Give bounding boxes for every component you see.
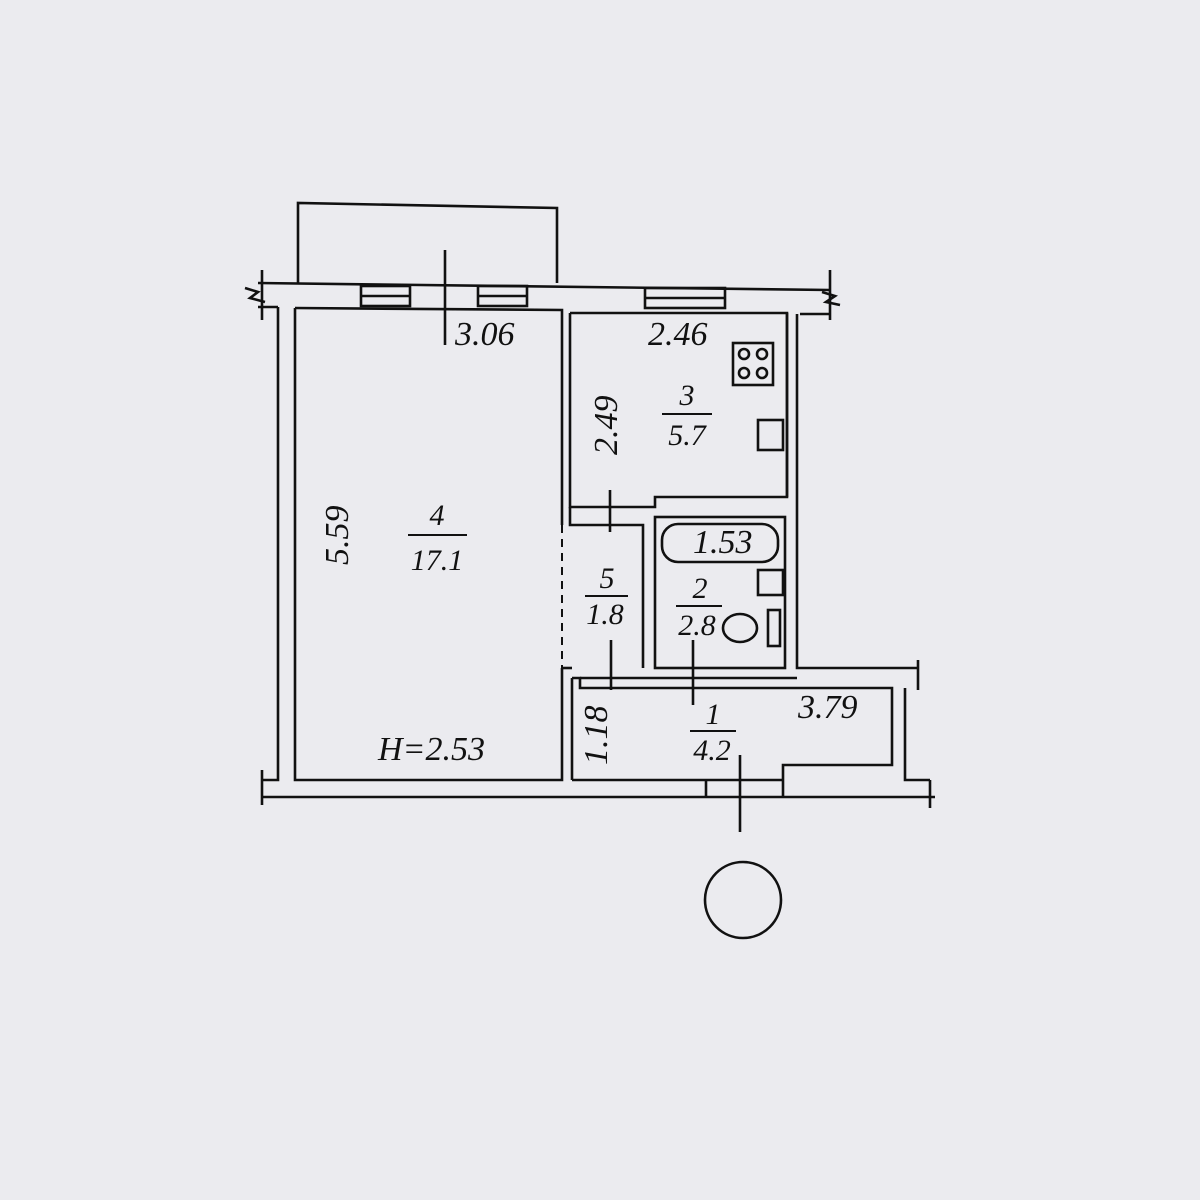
room-label-1: 1 4.2 [690,698,736,767]
exterior-walls [244,270,935,808]
axis-marks [443,250,783,940]
hall-length-label: 3.79 [797,689,858,726]
room-label-3: 3 5.7 [662,379,712,452]
stove-icon [731,341,775,387]
axis-marker-circle [703,860,783,940]
room4-width-label: 3.06 [454,316,515,353]
room-area: 5.7 [668,419,708,452]
windows [359,284,727,310]
room-area: 4.2 [693,734,731,767]
kitchen-length-label: 2.49 [588,396,625,456]
ceiling-height-label: H=2.53 [377,731,485,768]
kitchen-width-label: 2.46 [648,316,708,353]
room-label-4: 4 17.1 [408,499,467,577]
hall [572,676,894,797]
room4-length-label: 5.59 [319,506,356,566]
room-number: 3 [679,379,695,412]
room-area: 1.8 [586,598,624,631]
room-number: 2 [693,572,708,605]
room-area: 17.1 [411,544,464,577]
toilet-icon [721,612,759,644]
room-number: 4 [430,499,445,532]
room-area: 2.8 [678,609,716,642]
corridor [561,507,645,780]
room-label-5: 5 1.8 [585,562,628,631]
bathtub-icon [660,522,780,564]
room-label-2: 2 2.8 [676,572,722,642]
sink-icon [756,418,785,452]
washbasin-icon [756,568,785,597]
bath-length-label: 1.53 [693,524,753,561]
balcony [296,201,559,283]
room-number: 1 [706,698,721,731]
hall-width-label: 1.18 [578,706,615,766]
bathroom [653,515,787,670]
room-number: 5 [600,562,615,595]
